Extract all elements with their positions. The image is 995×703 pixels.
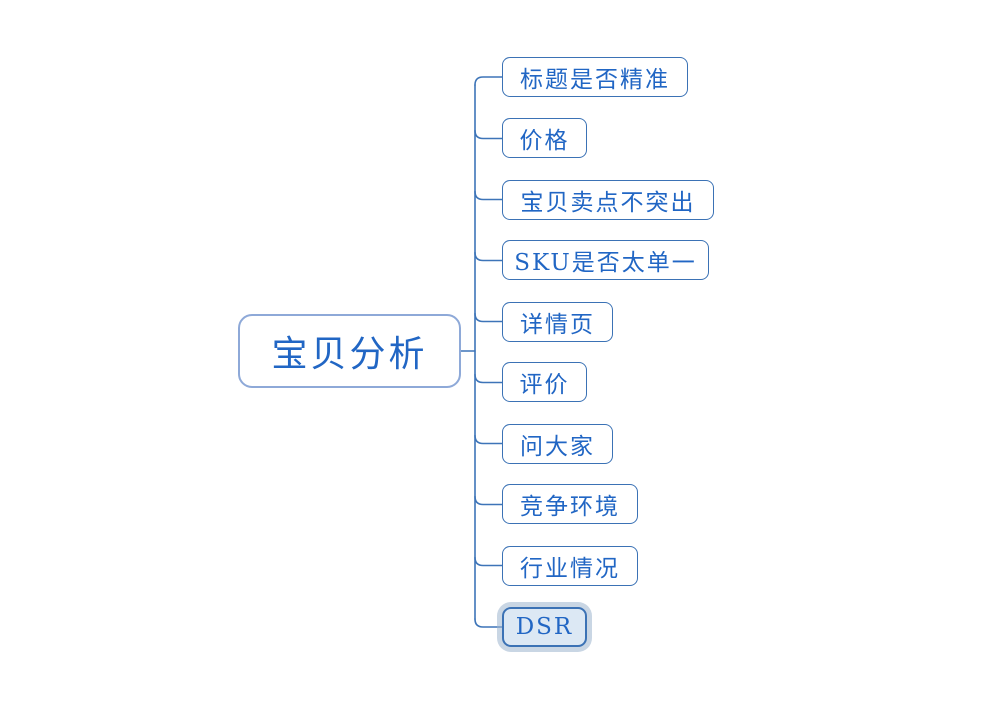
- central-topic[interactable]: 宝贝分析: [238, 314, 461, 388]
- topic-node-4[interactable]: SKU是否太单一: [502, 240, 709, 280]
- branch-7: [474, 434, 503, 445]
- branch-2: [474, 129, 503, 140]
- branch-9: [474, 556, 503, 567]
- topic-node-1[interactable]: 标题是否精准: [502, 57, 688, 97]
- branch-1: [474, 76, 503, 86]
- branch-5: [474, 312, 503, 323]
- branch-4: [474, 251, 503, 262]
- branch-6: [474, 373, 503, 384]
- topic-node-10-selected[interactable]: DSR: [502, 607, 587, 647]
- branch-8: [474, 495, 503, 506]
- branch-10: [474, 618, 503, 628]
- topic-node-8[interactable]: 竞争环境: [502, 484, 638, 524]
- topic-node-2[interactable]: 价格: [502, 118, 587, 158]
- topic-node-6[interactable]: 评价: [502, 362, 587, 402]
- branch-3: [474, 190, 503, 201]
- topic-node-5[interactable]: 详情页: [502, 302, 613, 342]
- topic-node-9[interactable]: 行业情况: [502, 546, 638, 586]
- topic-node-3[interactable]: 宝贝卖点不突出: [502, 180, 714, 220]
- topic-node-7[interactable]: 问大家: [502, 424, 613, 464]
